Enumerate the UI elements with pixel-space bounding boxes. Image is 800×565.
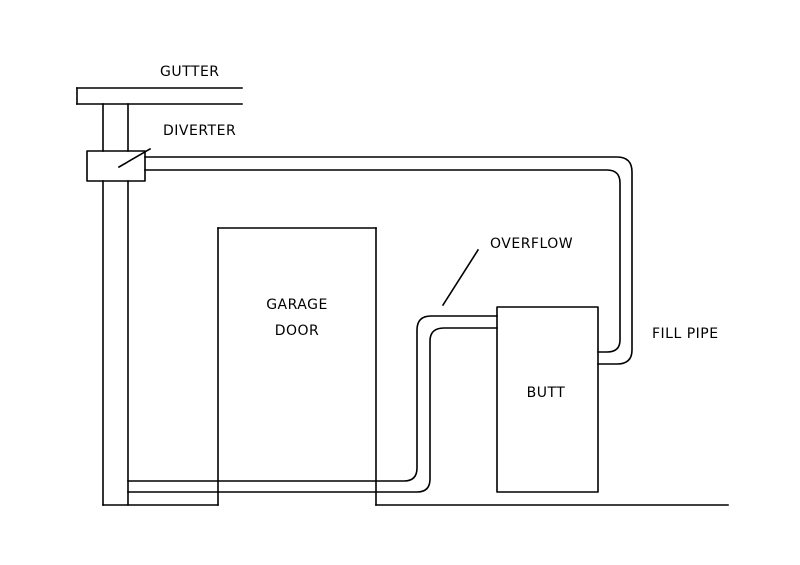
- butt-label: BUTT: [527, 385, 566, 401]
- overflow-label: OVERFLOW: [490, 236, 573, 252]
- downpipe: [102, 103, 129, 506]
- fill-pipe: [144, 156, 633, 365]
- fill-pipe-label: FILL PIPE: [652, 326, 719, 342]
- garage-door: [217, 227, 377, 506]
- butt-box: [496, 306, 599, 493]
- garage-label-line2: DOOR: [275, 323, 320, 339]
- gutter-label: GUTTER: [160, 64, 220, 80]
- overflow-pipe: [127, 315, 498, 493]
- gutter: [76, 87, 243, 105]
- overflow-leader-line: [441, 248, 480, 307]
- garage-label-line1: GARAGE: [266, 297, 328, 313]
- diverter-label: DIVERTER: [163, 123, 236, 139]
- diverter: [86, 147, 152, 182]
